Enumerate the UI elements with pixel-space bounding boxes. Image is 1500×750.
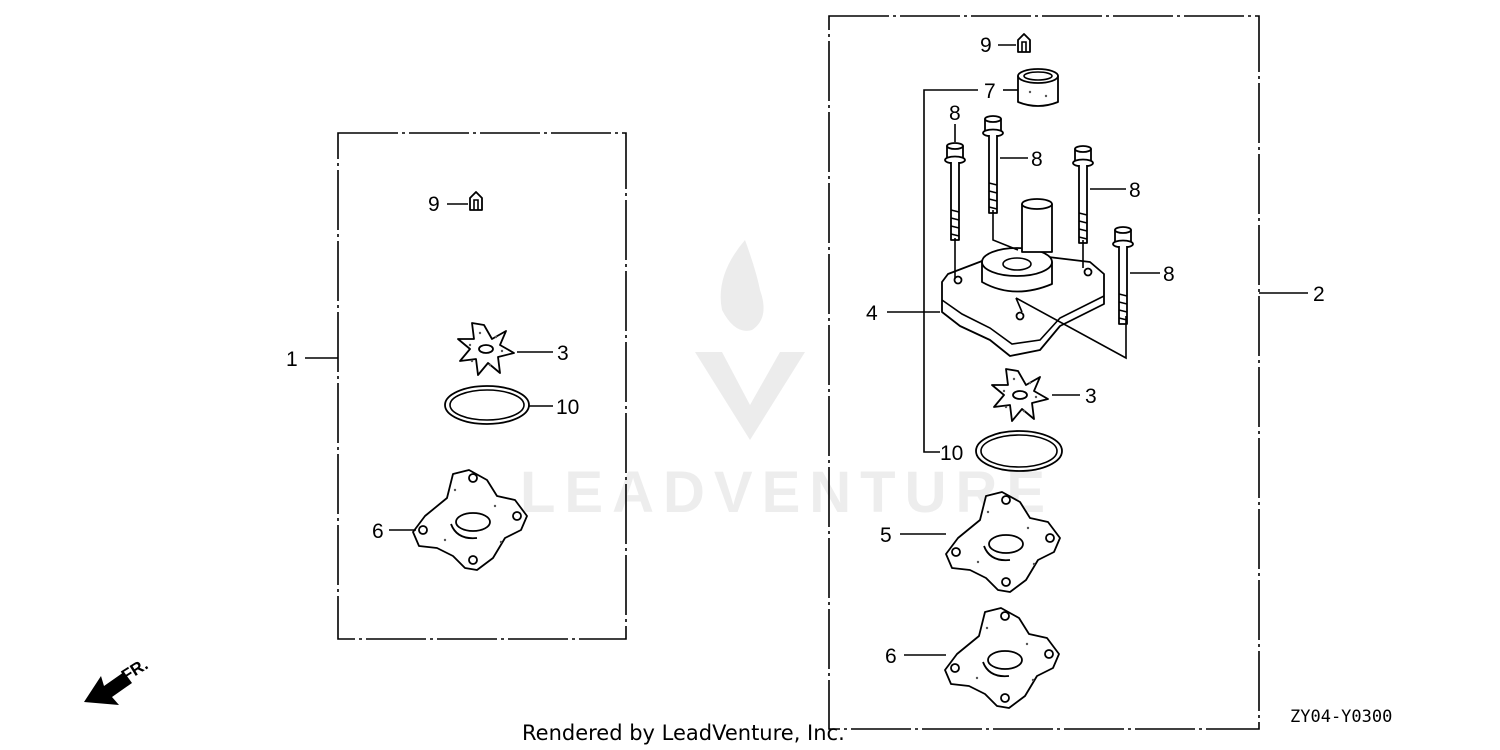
key-icon <box>1017 33 1031 53</box>
left-kit-frame <box>337 132 627 640</box>
impeller-icon <box>457 322 515 376</box>
callout-10-left: 10 <box>556 396 579 419</box>
key-icon <box>469 191 483 211</box>
callout-4: 4 <box>866 302 878 325</box>
callout-9-left: 9 <box>428 193 440 216</box>
right-kit-frame <box>828 15 1260 730</box>
render-credit: Rendered by LeadVenture, Inc. <box>522 721 845 745</box>
callout-9-right: 9 <box>980 34 992 57</box>
callout-2: 2 <box>1313 283 1325 306</box>
callout-7: 7 <box>984 80 996 103</box>
front-direction-arrow-icon <box>84 672 132 705</box>
sleeve-icon <box>1017 68 1059 107</box>
callout-8-right1: 8 <box>1129 179 1141 202</box>
oring-icon <box>444 385 530 425</box>
bolt-icon <box>982 115 1004 214</box>
callout-8-right2: 8 <box>1163 263 1175 286</box>
bolt-icon <box>944 142 966 241</box>
callout-3-left: 3 <box>557 342 569 365</box>
gasket-icon <box>412 469 528 571</box>
callout-8-top: 8 <box>949 102 961 125</box>
callout-6-left: 6 <box>372 520 384 543</box>
callout-3-right: 3 <box>1085 385 1097 408</box>
watermark-text: LEADVENTURE <box>520 460 1054 525</box>
callout-8-center: 8 <box>1031 148 1043 171</box>
diagram-code: ZY04-Y0300 <box>1290 707 1392 727</box>
bolt-icon <box>1112 226 1134 325</box>
gasket-icon <box>944 607 1060 709</box>
pump-housing-icon <box>941 198 1105 357</box>
callout-1: 1 <box>286 348 298 371</box>
oring-icon <box>975 430 1063 472</box>
bolt-icon <box>1072 145 1094 244</box>
callout-10-right: 10 <box>940 442 963 465</box>
callout-6-right: 6 <box>885 645 897 668</box>
callout-5: 5 <box>880 524 892 547</box>
impeller-icon <box>991 368 1049 422</box>
watermark-logo <box>695 240 805 440</box>
